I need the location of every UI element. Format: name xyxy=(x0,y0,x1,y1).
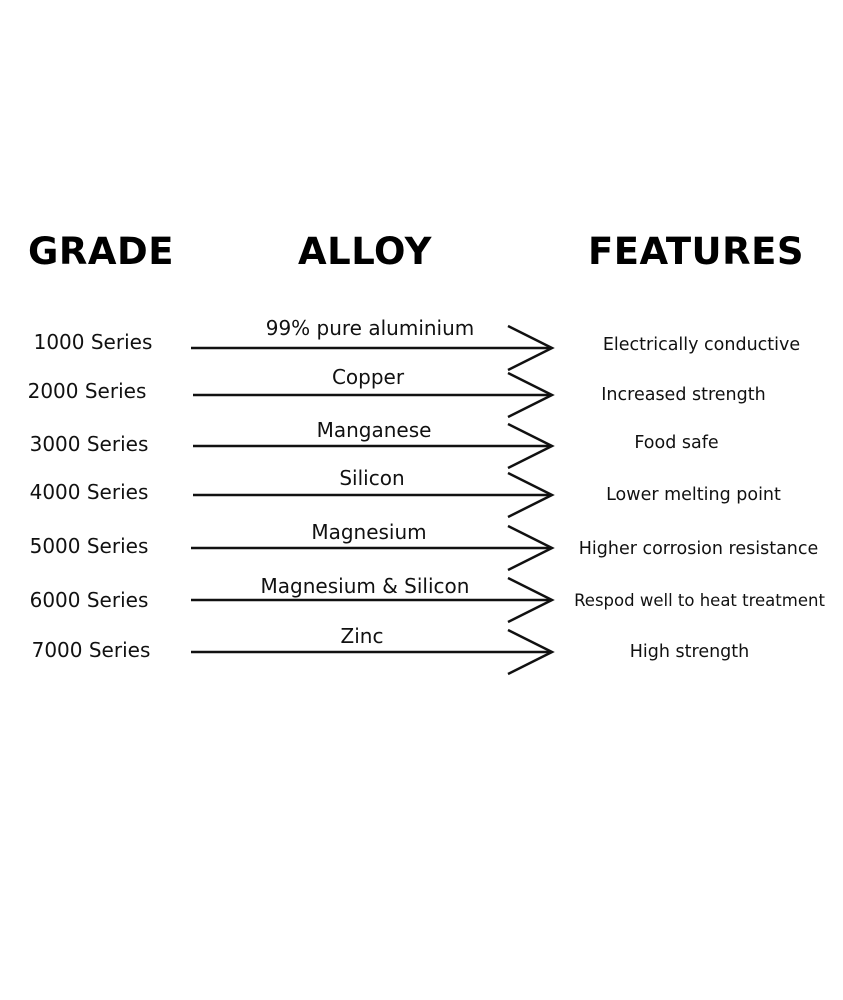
feature-label: High strength xyxy=(629,642,750,662)
alloy-label: Magnesium & Silicon xyxy=(260,574,470,598)
row-5000-series: 5000 Series Magnesium Higher corrosion r… xyxy=(0,520,843,586)
grade-label: 3000 Series xyxy=(29,432,149,456)
alloy-label: Silicon xyxy=(339,466,405,490)
arrow-icon xyxy=(191,524,555,572)
feature-label: Food safe xyxy=(634,433,719,453)
grade-column-header: GRADE xyxy=(28,230,174,273)
arrow-icon xyxy=(191,576,555,624)
row-3000-series: 3000 Series Manganese Food safe xyxy=(0,418,843,484)
alloy-label: 99% pure aluminium xyxy=(265,316,475,340)
row-1000-series: 1000 Series 99% pure aluminium Electrica… xyxy=(0,316,843,382)
row-2000-series: 2000 Series Copper Increased strength xyxy=(0,365,843,431)
alloy-column-header: ALLOY xyxy=(298,230,432,273)
feature-label: Higher corrosion resistance xyxy=(578,539,819,559)
feature-label: Electrically conductive xyxy=(602,335,801,355)
arrow-icon xyxy=(191,628,555,676)
grade-label: 1000 Series xyxy=(33,330,153,354)
arrow-icon xyxy=(193,371,555,419)
grade-label: 6000 Series xyxy=(29,588,149,612)
feature-label: Respod well to heat treatment xyxy=(574,591,825,610)
grade-label: 7000 Series xyxy=(31,638,151,662)
row-6000-series: 6000 Series Magnesium & Silicon Respod w… xyxy=(0,574,843,640)
alloy-label: Copper xyxy=(331,365,405,389)
grade-label: 4000 Series xyxy=(29,480,149,504)
alloy-label: Zinc xyxy=(340,624,384,648)
grade-label: 2000 Series xyxy=(27,379,147,403)
alloy-label: Manganese xyxy=(316,418,432,442)
arrow-icon xyxy=(193,422,555,470)
feature-label: Increased strength xyxy=(601,385,766,405)
row-7000-series: 7000 Series Zinc High strength xyxy=(0,624,843,690)
arrow-icon xyxy=(193,471,555,519)
alloy-label: Magnesium xyxy=(311,520,427,544)
feature-label: Lower melting point xyxy=(606,485,781,505)
arrow-icon xyxy=(191,324,555,372)
grade-label: 5000 Series xyxy=(29,534,149,558)
features-column-header: FEATURES xyxy=(588,230,805,273)
row-4000-series: 4000 Series Silicon Lower melting point xyxy=(0,466,843,532)
